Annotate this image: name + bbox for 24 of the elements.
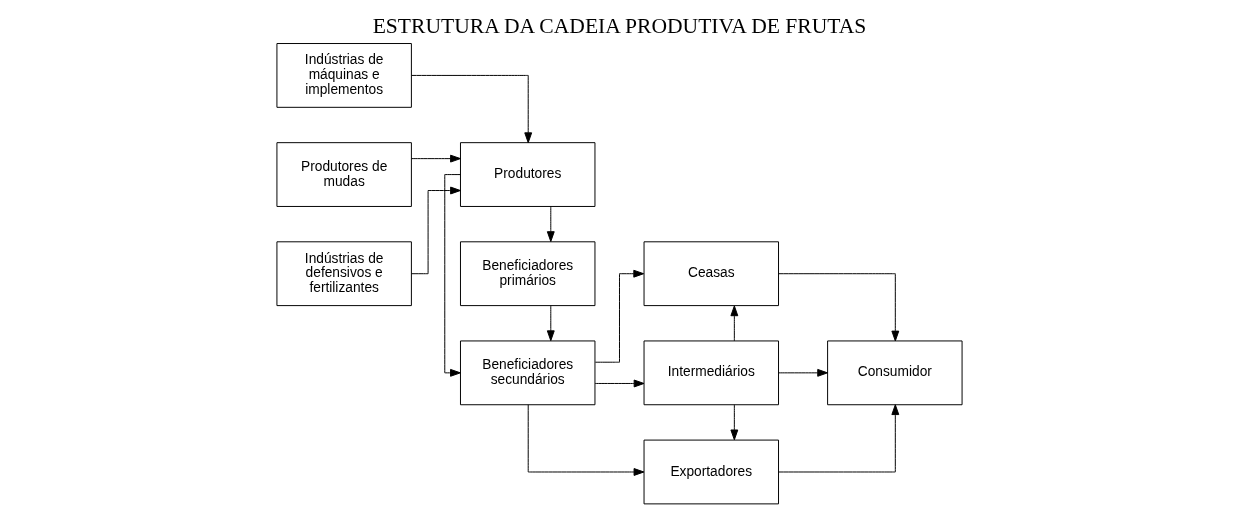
arrow <box>729 305 738 342</box>
arrow <box>410 74 532 144</box>
node-box: Intermediários <box>643 340 779 406</box>
arrow <box>777 273 899 342</box>
arrow <box>546 305 555 342</box>
node-box: Produtores <box>459 142 595 207</box>
node-box: Produtores de mudas <box>275 142 412 207</box>
arrow <box>410 154 461 163</box>
arrow <box>594 269 644 363</box>
arrow <box>527 404 644 476</box>
arrow <box>443 174 461 377</box>
node-box: Beneficiadores secundários <box>459 340 595 406</box>
diagram-title: ESTRUTURA DA CADEIA PRODUTIVA DE FRUTAS <box>372 14 866 39</box>
arrow <box>546 206 555 242</box>
node-box: Ceasas <box>643 241 779 307</box>
arrow <box>594 379 644 388</box>
node-box: Indústrias de defensivos e fertilizantes <box>275 241 412 307</box>
node-box: Beneficiadores primários <box>459 241 595 307</box>
arrow <box>777 368 828 377</box>
arrow <box>729 404 738 441</box>
arrow <box>777 404 899 473</box>
node-box: Exportadores <box>643 439 779 505</box>
node-box: Consumidor <box>826 340 963 406</box>
node-box: Indústrias de máquinas e implementos <box>275 43 412 108</box>
